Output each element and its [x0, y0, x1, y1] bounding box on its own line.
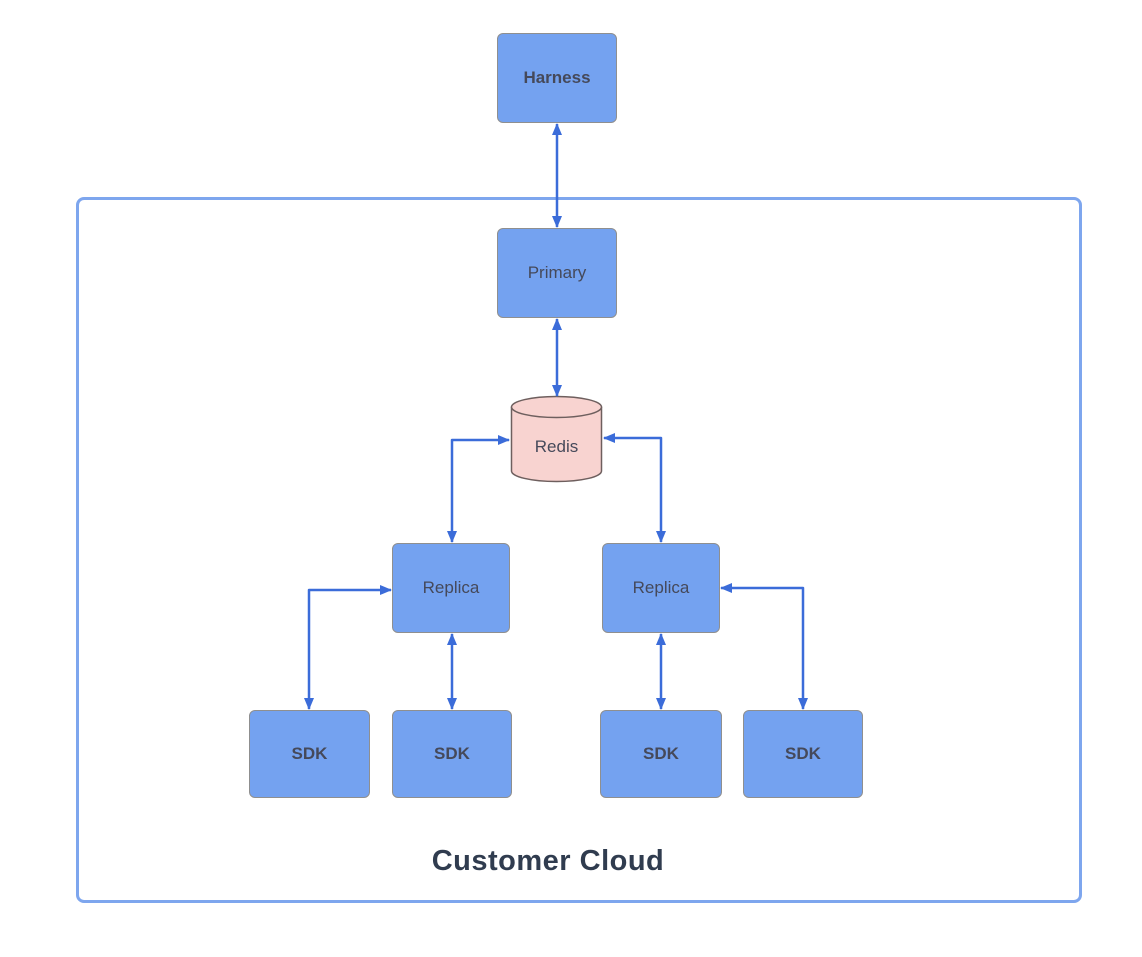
customer-cloud-label: Customer Cloud: [431, 845, 665, 877]
node-harness: Harness: [497, 33, 617, 123]
node-primary: Primary: [497, 228, 617, 318]
node-redis-label: Redis: [534, 437, 579, 456]
node-replica-left-label: Replica: [422, 578, 480, 597]
node-sdk-2-label: SDK: [434, 744, 470, 763]
node-sdk-3-label: SDK: [643, 744, 679, 763]
node-sdk-4-label: SDK: [785, 744, 821, 763]
node-sdk-1-label: SDK: [291, 744, 328, 763]
node-replica-right: Replica: [602, 543, 720, 633]
node-sdk-2: SDK: [392, 710, 512, 798]
node-harness-label: Harness: [523, 68, 591, 87]
node-replica-left: Replica: [392, 543, 510, 633]
node-primary-label: Primary: [527, 263, 587, 282]
customer-cloud-container: [76, 197, 1082, 903]
node-sdk-3: SDK: [600, 710, 722, 798]
node-replica-right-label: Replica: [632, 578, 690, 597]
node-sdk-1: SDK: [249, 710, 370, 798]
node-redis: Redis: [510, 395, 603, 483]
cylinder-shape-icon: [510, 395, 603, 483]
node-sdk-4: SDK: [743, 710, 863, 798]
